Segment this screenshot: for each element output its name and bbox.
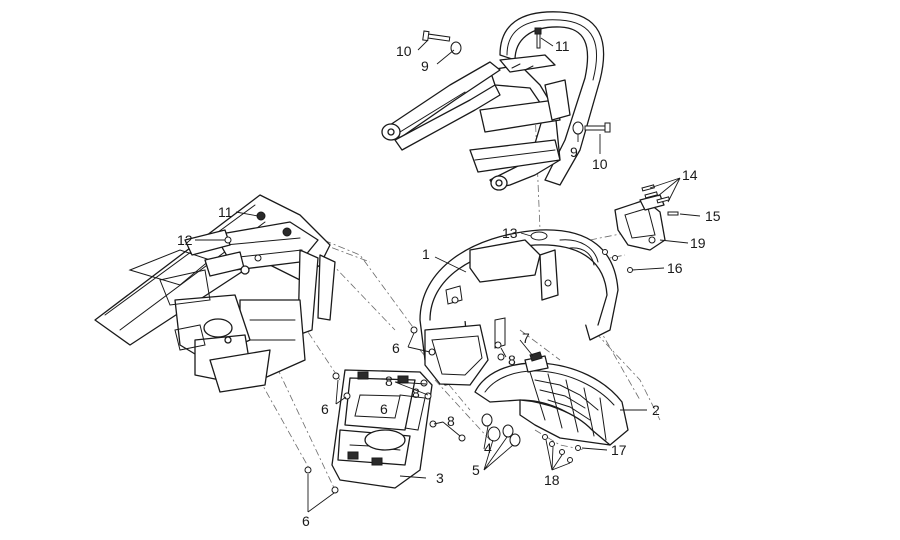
callout-16: 16 xyxy=(667,260,683,276)
callout-11-frame: 11 xyxy=(218,204,233,220)
license-plate-holder xyxy=(331,369,433,489)
callout-8-plate-right: 8 xyxy=(412,385,420,401)
rear-frame xyxy=(94,194,336,393)
callout-15: 15 xyxy=(705,208,721,224)
callout-8-plate-top: 8 xyxy=(385,373,393,389)
bracket xyxy=(614,194,666,251)
callout-19: 19 xyxy=(690,235,706,251)
callout-9-right: 9 xyxy=(570,144,578,160)
callout-6-fender: 6 xyxy=(392,340,400,356)
callout-7: 7 xyxy=(522,330,530,346)
callout-6-plate: 6 xyxy=(321,401,329,417)
rear-fender xyxy=(419,229,619,386)
callout-14: 14 xyxy=(682,167,698,183)
callout-4: 4 xyxy=(484,440,492,456)
inner-mudguard xyxy=(474,355,629,446)
callout-12: 12 xyxy=(177,232,193,248)
grab-handle xyxy=(381,11,605,191)
callout-6-bottom: 6 xyxy=(302,513,310,529)
callout-13: 13 xyxy=(502,225,518,241)
callout-11-top: 11 xyxy=(555,38,570,54)
callout-1: 1 xyxy=(422,246,430,262)
callout-labels: 10 9 11 9 10 11 12 13 1 14 15 19 16 6 7 … xyxy=(177,38,721,529)
callout-3: 3 xyxy=(436,470,444,486)
callout-8-plate-bottom: 8 xyxy=(447,413,455,429)
callout-10-right: 10 xyxy=(592,156,608,172)
hardware xyxy=(224,27,679,494)
leader-lines xyxy=(195,37,701,513)
callout-2: 2 xyxy=(652,402,660,418)
callout-6-plate-right: 6 xyxy=(380,401,388,417)
callout-18: 18 xyxy=(544,472,560,488)
callout-17: 17 xyxy=(611,442,627,458)
callout-9-top-left: 9 xyxy=(421,58,429,74)
callout-10-top-left: 10 xyxy=(396,43,412,59)
callout-5: 5 xyxy=(472,462,480,478)
callout-8-fender: 8 xyxy=(508,352,516,368)
